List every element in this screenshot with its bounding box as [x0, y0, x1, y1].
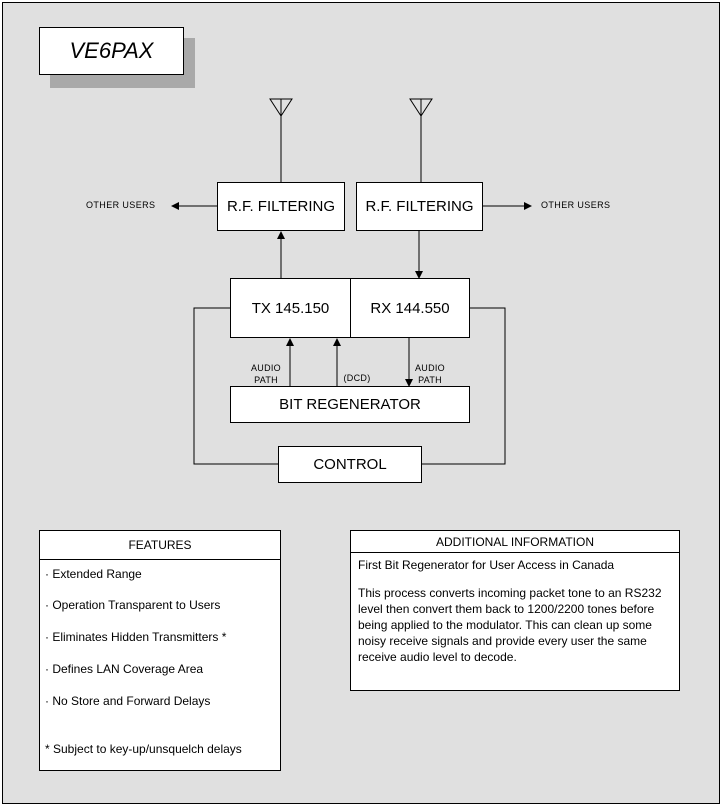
rf-filtering-right-box: R.F. FILTERING — [356, 182, 483, 231]
additional-info-paragraph: This process converts incoming packet to… — [358, 586, 662, 664]
feature-item: · Eliminates Hidden Transmitters * — [45, 630, 227, 644]
dcd-label: (DCD) — [343, 373, 371, 383]
bit-regenerator-box: BIT REGENERATOR — [230, 386, 470, 423]
antenna-right-icon — [409, 98, 433, 183]
additional-info-line1: First Bit Regenerator for User Access in… — [358, 558, 615, 572]
antenna-left-icon — [269, 98, 293, 183]
tx-box: TX 145.150 — [230, 278, 351, 338]
rf-filtering-left-label: R.F. FILTERING — [226, 198, 336, 215]
audio-path-left-label: AUDIO PATH — [250, 363, 281, 385]
other-users-left-label: OTHER USERS — [86, 200, 156, 210]
control-label: CONTROL — [313, 456, 387, 473]
rf-filtering-left-box: R.F. FILTERING — [217, 182, 345, 231]
other-users-right-label: OTHER USERS — [541, 200, 611, 210]
features-footnote: * Subject to key-up/unsquelch delays — [45, 742, 242, 756]
audio-path-right-label: AUDIO PATH — [414, 363, 445, 385]
feature-item: · Extended Range — [45, 567, 142, 581]
page-title: VE6PAX — [39, 27, 184, 75]
tx-label: TX 145.150 — [251, 299, 330, 317]
feature-item: · Defines LAN Coverage Area — [45, 662, 204, 676]
control-box: CONTROL — [278, 446, 422, 483]
control-line-right — [421, 307, 506, 465]
bit-regenerator-label: BIT REGENERATOR — [279, 396, 421, 413]
feature-item: · No Store and Forward Delays — [45, 694, 211, 708]
control-line-left — [193, 307, 278, 465]
additional-info-heading: ADDITIONAL INFORMATION — [351, 531, 679, 553]
features-heading: FEATURES — [40, 531, 280, 560]
rf-filtering-right-label: R.F. FILTERING — [365, 198, 474, 215]
feature-item: · Operation Transparent to Users — [45, 598, 221, 612]
rx-box: RX 144.550 — [350, 278, 470, 338]
features-panel: FEATURES · Extended Range · Operation Tr… — [39, 530, 281, 771]
rx-label: RX 144.550 — [370, 299, 450, 317]
additional-info-panel: ADDITIONAL INFORMATION First Bit Regener… — [350, 530, 680, 691]
